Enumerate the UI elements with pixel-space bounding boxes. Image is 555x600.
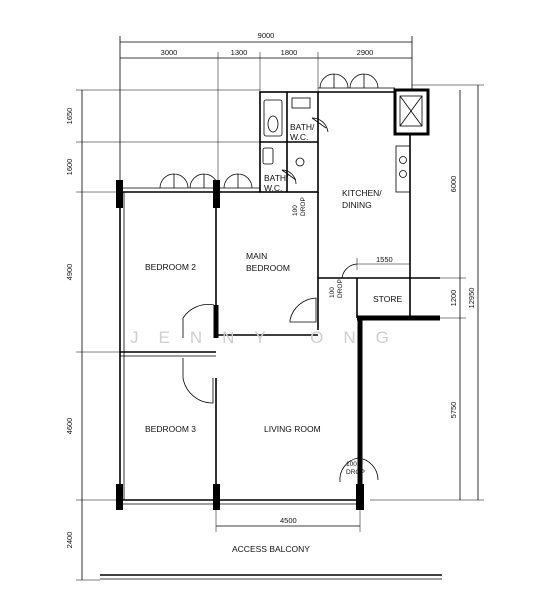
dim-left-4: 4600 bbox=[65, 418, 74, 435]
window-icon bbox=[223, 173, 253, 189]
drop-3-value: 100 bbox=[346, 461, 357, 468]
dim-right-store: 1200 bbox=[449, 290, 458, 307]
dim-top-1: 3000 bbox=[161, 48, 178, 57]
bottom-dimension: 4500 bbox=[215, 510, 361, 532]
stove-icon bbox=[399, 170, 407, 178]
door-icon bbox=[182, 358, 214, 404]
drop-1-value: 100 bbox=[292, 205, 299, 216]
dim-right-total: 12950 bbox=[467, 288, 476, 309]
watermark: JENNY ONG bbox=[130, 328, 409, 347]
door-icon bbox=[289, 297, 317, 323]
drop-3-label: DROP bbox=[346, 469, 365, 476]
living-label: LIVING ROOM bbox=[264, 424, 321, 434]
dim-left-3: 4900 bbox=[65, 264, 74, 281]
drop-2-value: 100 bbox=[329, 287, 336, 298]
dim-bottom-living: 4500 bbox=[280, 516, 297, 525]
dim-right-lower: 5750 bbox=[449, 402, 458, 419]
access-balcony: ACCESS BALCONY bbox=[100, 544, 442, 580]
dim-top-4: 2900 bbox=[357, 48, 374, 57]
stove-icon bbox=[399, 156, 407, 164]
kitchen-counter bbox=[395, 145, 411, 193]
bath1-label-2: W.C. bbox=[290, 132, 308, 142]
kitchen-label-2: DINING bbox=[342, 200, 372, 210]
basin-icon bbox=[291, 97, 311, 109]
living-room: LIVING ROOM bbox=[264, 424, 379, 483]
balcony-label: ACCESS BALCONY bbox=[232, 544, 310, 554]
drop-1-label: DROP bbox=[300, 197, 307, 216]
door-icon bbox=[339, 457, 379, 483]
bath-door-icon bbox=[281, 169, 297, 185]
bedroom3-label: BEDROOM 3 bbox=[145, 424, 196, 434]
bedroom2-label: BEDROOM 2 bbox=[145, 262, 196, 272]
north-windows bbox=[116, 173, 260, 208]
kitchen-label-1: KITCHEN/ bbox=[342, 188, 382, 198]
main-bedroom-label-1: MAIN bbox=[246, 251, 267, 261]
drop-2-label: DROP bbox=[337, 279, 344, 298]
window-icon bbox=[349, 73, 379, 89]
bathtub-icon bbox=[263, 99, 283, 137]
store: 1550 STORE bbox=[318, 255, 440, 502]
right-dimensions: 6000 1200 5750 12950 bbox=[370, 84, 484, 501]
dim-top-3: 1800 bbox=[281, 48, 298, 57]
dim-top-total: 9000 bbox=[258, 31, 275, 40]
top-dimensions: 9000 3000 1300 1800 2900 bbox=[119, 31, 413, 200]
bath-door-icon bbox=[311, 117, 329, 133]
bath1-label-1: BATH/ bbox=[290, 122, 315, 132]
dim-left-5: 2400 bbox=[65, 532, 74, 549]
window-icon bbox=[159, 173, 189, 189]
bedroom-walls: BEDROOM 2 MAIN BEDROOM BEDROOM 3 bbox=[119, 192, 319, 500]
basin-icon bbox=[295, 157, 305, 167]
toilet-icon bbox=[262, 147, 274, 165]
bathrooms: BATH/ W.C. BATH/ W.C. bbox=[259, 91, 329, 193]
window-icon bbox=[319, 73, 349, 89]
south-wall bbox=[116, 484, 364, 510]
bath2-label-1: BATH/ bbox=[264, 173, 289, 183]
dim-right-upper: 6000 bbox=[449, 176, 458, 193]
main-bedroom-label-2: BEDROOM bbox=[246, 263, 290, 273]
kitchen-top: KITCHEN/ DINING bbox=[318, 73, 430, 278]
toilet-icon bbox=[267, 115, 279, 133]
dim-left-2: 1600 bbox=[65, 159, 74, 176]
drops: 100 DROP 100 DROP 100 DROP bbox=[292, 197, 365, 476]
bath2-label-2: W.C. bbox=[264, 183, 282, 193]
dim-left-1: 1650 bbox=[65, 108, 74, 125]
store-label: STORE bbox=[373, 294, 402, 304]
refuse-chute bbox=[393, 88, 430, 136]
door-icon bbox=[341, 263, 358, 279]
door-icon bbox=[182, 304, 215, 338]
dim-top-2: 1300 bbox=[231, 48, 248, 57]
dim-kitchen-width: 1550 bbox=[376, 255, 393, 264]
